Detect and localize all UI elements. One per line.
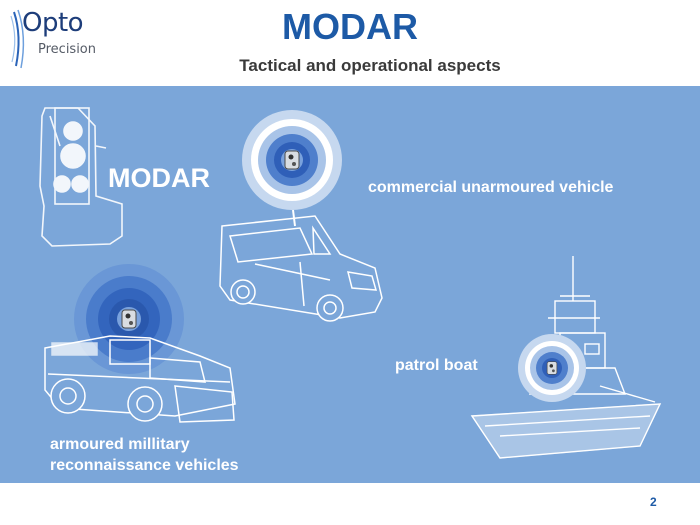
illustration-panel: MODAR commercial unarmoured vehicle patr… — [0, 86, 700, 483]
radar-signal-icon — [242, 110, 342, 210]
patrol-boat-icon — [470, 256, 662, 459]
opto-precision-logo: Opto Precision — [8, 8, 108, 70]
radar-signal-icon — [518, 334, 586, 402]
logo-text-precision: Precision — [38, 42, 97, 57]
modar-device-icon — [39, 107, 123, 247]
armoured-vehicle-label: armoured millitary reconnaissance vehicl… — [50, 436, 239, 474]
commercial-vehicle-label: commercial unarmoured vehicle — [368, 179, 614, 196]
modar-device-label: MODAR — [108, 163, 210, 193]
slide-title: MODAR — [282, 6, 418, 47]
patrol-boat-label: patrol boat — [395, 357, 478, 374]
logo-text-opto: Opto — [22, 8, 84, 38]
van-icon — [219, 215, 383, 322]
slide-header: Opto Precision MODAR Tactical and operat… — [0, 0, 700, 86]
armoured-vehicle-icon — [44, 335, 236, 423]
illustration-svg — [39, 107, 662, 459]
opto-logo-icon — [10, 9, 25, 69]
radar-signal-icon — [74, 264, 184, 374]
slide-subtitle: Tactical and operational aspects — [239, 56, 501, 75]
page-number: 2 — [650, 495, 657, 509]
